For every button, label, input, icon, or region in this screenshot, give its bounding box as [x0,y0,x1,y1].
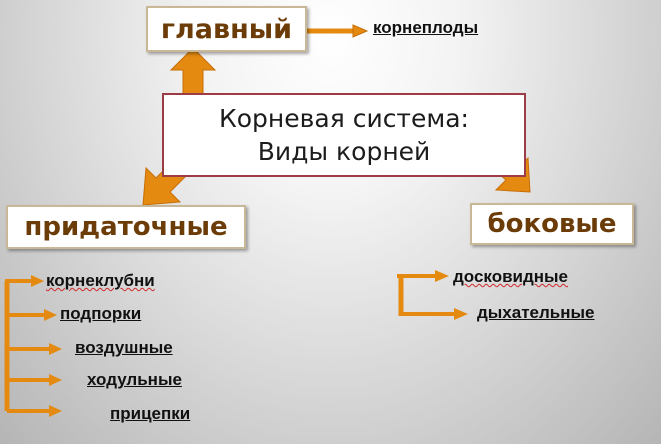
term-clinging-roots: прицепки [110,404,191,423]
term-root-tubers: корнеклубни [46,271,155,290]
category-main: главный [146,6,307,52]
category-lateral-label: боковые [487,209,617,239]
category-lateral: боковые [470,203,634,245]
center-title-line-2: Виды корней [257,137,431,166]
center-title-line-1: Корневая система: [219,104,469,133]
term-aerial-roots: воздушные [75,338,173,357]
category-adventitious-label: придаточные [24,212,228,242]
term-buttress-roots: досковидные [453,267,569,286]
term-breathing-roots: дыхательные [477,303,595,322]
term-stilt-roots: ходульные [87,370,182,389]
term-root-crops: корнеплоды [373,18,479,37]
lateral-bracket [397,270,468,320]
center-node: Корневая система: Виды корней [162,93,526,177]
category-main-label: главный [160,13,293,45]
adventitious-bracket [4,275,62,417]
arrow-main-to-root-crops [307,24,369,38]
category-adventitious: придаточные [6,205,246,249]
term-prop-roots: подпорки [60,304,142,323]
